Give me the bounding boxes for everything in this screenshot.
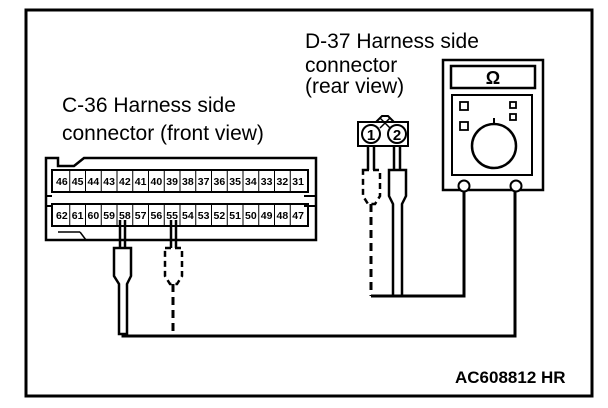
meter-terminal-right bbox=[509, 179, 523, 193]
c36-top-pin-39: 39 bbox=[166, 176, 178, 188]
c36-bottom-pin-62: 62 bbox=[56, 210, 68, 222]
c36-bottom-pin-58: 58 bbox=[119, 210, 131, 222]
ohm-icon: Ω bbox=[486, 68, 500, 88]
c36-top-pin-41: 41 bbox=[135, 176, 147, 188]
c36-top-pin-42: 42 bbox=[119, 176, 131, 188]
c36-top-pin-32: 32 bbox=[277, 176, 289, 188]
diagram-frame bbox=[24, 8, 594, 398]
c36-bottom-pin-57: 57 bbox=[135, 210, 147, 222]
c36-probe-pin58 bbox=[112, 220, 133, 336]
d37-probe-pin1 bbox=[361, 146, 382, 206]
d37-pin-2 bbox=[387, 124, 407, 144]
ohmmeter: Ω bbox=[441, 58, 545, 193]
c36-top-pin-40: 40 bbox=[151, 176, 163, 188]
c36-bottom-pin-51: 51 bbox=[229, 210, 241, 222]
wire-c36-58-to-meter-right bbox=[121, 192, 517, 338]
c36-top-pin-34: 34 bbox=[245, 176, 257, 188]
c36-probe-pin55 bbox=[163, 220, 184, 286]
d37-label-line3: (rear view) bbox=[305, 75, 404, 98]
d37-connector: 1 2 bbox=[357, 115, 409, 147]
meter-terminal-left bbox=[457, 179, 471, 193]
reference-code: AC608812 HR bbox=[455, 368, 566, 387]
c36-top-pin-44: 44 bbox=[88, 176, 100, 188]
c36-top-pin-36: 36 bbox=[214, 176, 226, 188]
c36-top-pin-37: 37 bbox=[198, 176, 210, 188]
c36-bottom-pin-61: 61 bbox=[72, 210, 84, 222]
c36-top-pin-43: 43 bbox=[103, 176, 115, 188]
c36-top-pin-33: 33 bbox=[261, 176, 273, 188]
wiring bbox=[121, 192, 517, 338]
c36-top-pin-31: 31 bbox=[292, 176, 304, 188]
c36-bottom-pin-59: 59 bbox=[103, 210, 115, 222]
c36-label-line2: connector (front view) bbox=[62, 122, 264, 145]
c36-bottom-pin-48: 48 bbox=[277, 210, 289, 222]
c36-bottom-pin-53: 53 bbox=[198, 210, 210, 222]
c36-bottom-pin-50: 50 bbox=[245, 210, 257, 222]
c36-bottom-pin-47: 47 bbox=[292, 210, 304, 222]
d37-pin-2-label: 2 bbox=[393, 127, 401, 144]
wire-d37-to-meter-left bbox=[371, 192, 466, 298]
d37-label-line1: D-37 Harness side bbox=[305, 30, 479, 53]
c36-bottom-pin-49: 49 bbox=[261, 210, 273, 222]
c36-bottom-pin-52: 52 bbox=[214, 210, 226, 222]
d37-label-line2: connector bbox=[305, 54, 397, 77]
c36-label-line1: C-36 Harness side bbox=[62, 94, 236, 117]
c36-bottom-pin-55: 55 bbox=[166, 210, 178, 222]
d37-pin-1-label: 1 bbox=[367, 127, 375, 144]
c36-top-pin-35: 35 bbox=[229, 176, 241, 188]
c36-top-pin-46: 46 bbox=[56, 176, 68, 188]
c36-top-pin-45: 45 bbox=[72, 176, 84, 188]
c36-bottom-pin-54: 54 bbox=[182, 210, 194, 222]
d37-pin-1 bbox=[361, 124, 381, 144]
c36-bottom-pin-56: 56 bbox=[151, 210, 163, 222]
c36-bottom-pin-60: 60 bbox=[88, 210, 100, 222]
c36-top-pin-38: 38 bbox=[182, 176, 194, 188]
d37-probe-pin2 bbox=[387, 146, 408, 298]
